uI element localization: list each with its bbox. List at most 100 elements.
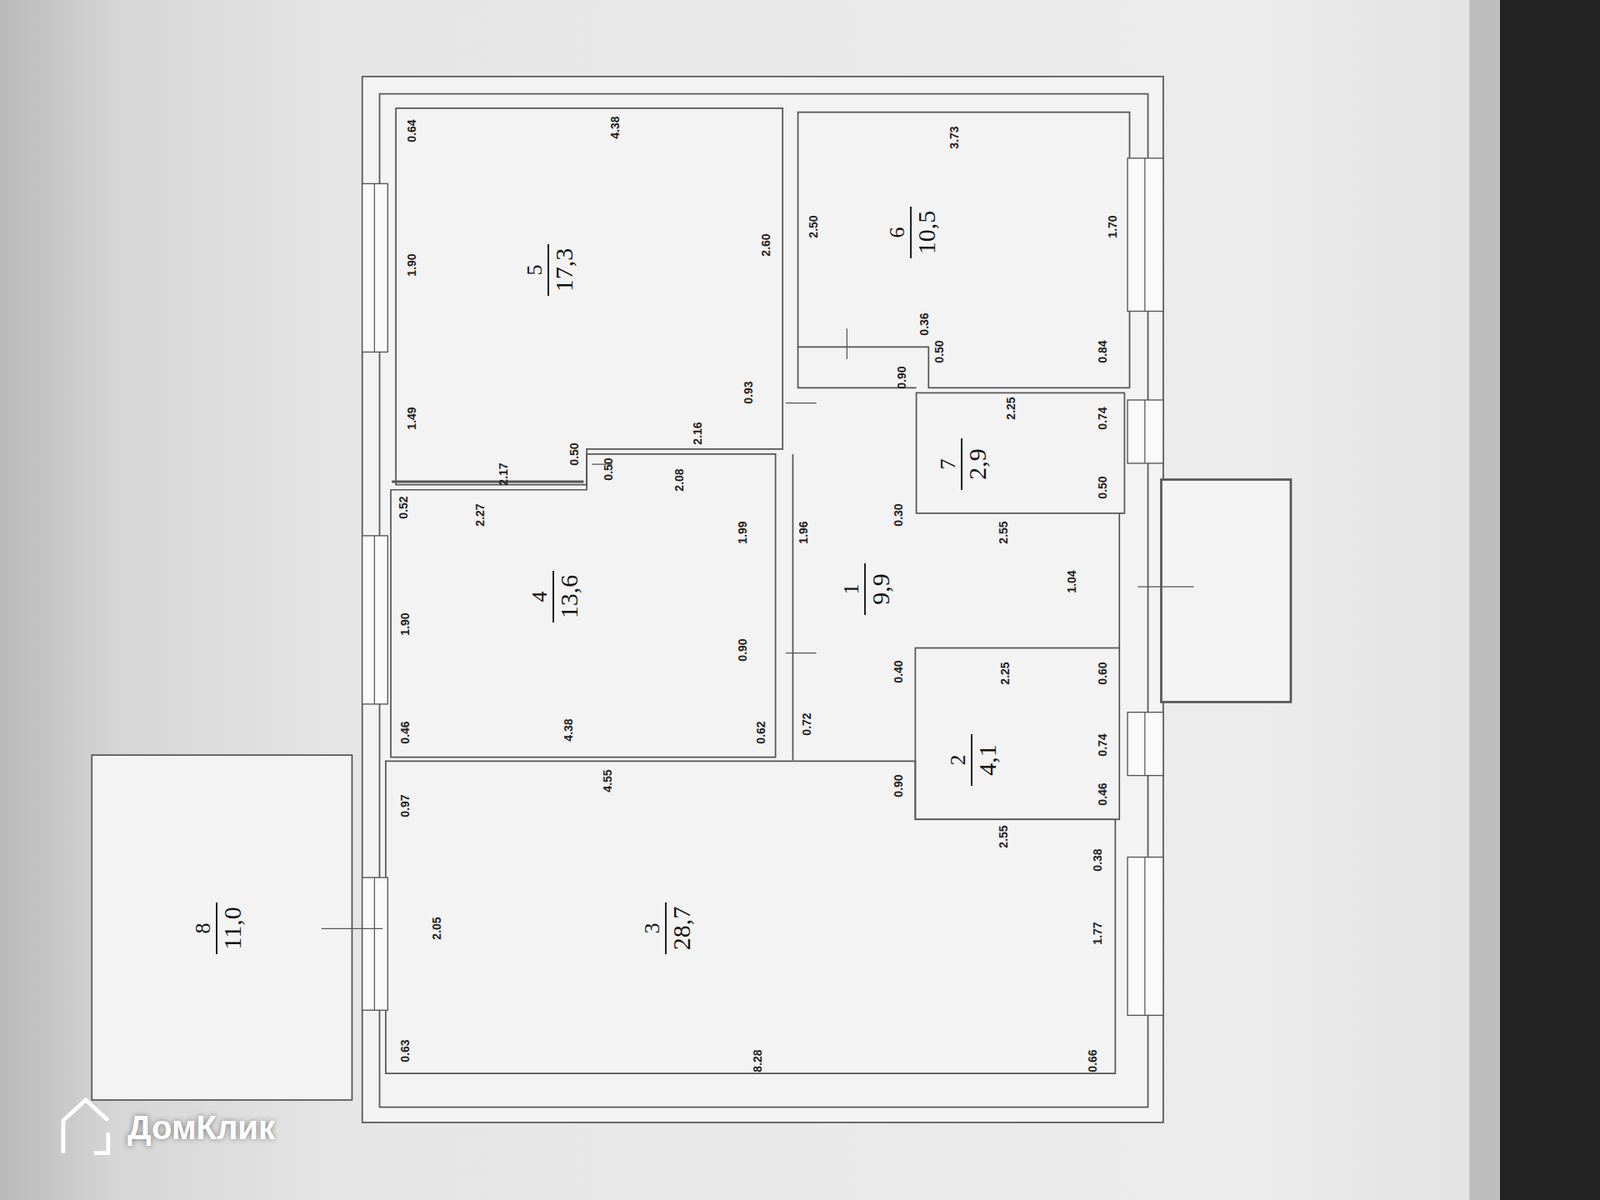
- dimension: 1.04: [1065, 570, 1079, 593]
- dimension: 2.17: [496, 463, 510, 486]
- dimension: 0.38: [1090, 849, 1104, 872]
- dimension: 0.62: [753, 721, 767, 745]
- dimension: 4.55: [600, 769, 615, 792]
- room-area: 2,9: [962, 446, 992, 482]
- dimension: 0.90: [735, 638, 749, 661]
- room: 610,5: [800, 114, 1128, 342]
- dimension: 1.90: [404, 254, 418, 277]
- room-area: 9,9: [865, 571, 895, 607]
- room: 517,3: [398, 110, 781, 480]
- dimension: 1.99: [735, 521, 749, 545]
- room-area: 28,7: [666, 905, 696, 953]
- dimension: 1.96: [796, 521, 810, 545]
- dimension: 2.25: [998, 662, 1012, 685]
- dimension: 2.08: [671, 468, 685, 491]
- dimension: 0.74: [1095, 406, 1109, 430]
- room-number: 1: [840, 563, 866, 615]
- room-label: 19,9: [840, 563, 895, 615]
- room-label: 72,9: [936, 438, 992, 490]
- room-label: 610,5: [885, 206, 941, 259]
- inner-wall: [380, 94, 1149, 1108]
- porch: [1160, 480, 1291, 703]
- dimension: 3.73: [947, 126, 961, 150]
- room-wall: [385, 760, 1116, 1074]
- screen-edge: [1500, 0, 1600, 1200]
- dimension: 4.38: [561, 718, 575, 741]
- room-number: 3: [640, 902, 667, 955]
- dimension: 0.40: [891, 660, 905, 683]
- room-number: 6: [885, 206, 912, 259]
- watermark: ДомКлик: [127, 1109, 275, 1147]
- room-number: 4: [528, 570, 555, 623]
- room-area: 11,0: [217, 905, 247, 952]
- dimension: 0.97: [398, 795, 412, 818]
- room-area: 10,5: [911, 209, 941, 257]
- room-label: 517,3: [523, 244, 579, 296]
- room-label: 811,0: [191, 902, 247, 955]
- dimension: 0.50: [932, 340, 946, 364]
- dimension: 8.28: [750, 1050, 765, 1073]
- room: 19,9: [795, 398, 914, 756]
- room-wall: [395, 108, 783, 485]
- room-wall: [792, 454, 795, 760]
- room-number: 2: [946, 734, 973, 786]
- dimension: 0.60: [1095, 662, 1109, 685]
- room-wall: [915, 648, 1120, 820]
- room: 328,7: [387, 821, 1112, 1072]
- dimension: 2.05: [430, 917, 444, 940]
- dimension: 0.72: [799, 713, 813, 736]
- dimension: 2.50: [806, 215, 820, 238]
- dimension: 0.36: [916, 313, 930, 336]
- dimension: 0.84: [1095, 340, 1109, 364]
- dimension: 0.50: [601, 458, 615, 481]
- room-area: 13,6: [554, 573, 584, 621]
- dimension: 1.90: [398, 613, 412, 636]
- room-wall: [798, 112, 1130, 389]
- dimension: 0.46: [1095, 782, 1109, 805]
- dimension: 4.38: [607, 115, 621, 139]
- room-wall: [916, 392, 1125, 513]
- dimension: 0.90: [891, 774, 905, 797]
- room: 72,9: [918, 395, 1123, 510]
- room-label: 328,7: [640, 902, 696, 955]
- room-number: 8: [191, 902, 218, 955]
- dimension: 2.55: [996, 825, 1010, 848]
- dimension: 0.30: [891, 504, 905, 527]
- window-glass: [374, 158, 1145, 1016]
- dimension: 2.60: [758, 233, 772, 256]
- dimension: 0.66: [1085, 1050, 1099, 1073]
- dimension: 1.77: [1090, 922, 1104, 945]
- dimension: 0.74: [1095, 733, 1109, 756]
- room-label: 24,1: [946, 734, 1002, 786]
- dimension: 0.93: [741, 381, 755, 405]
- dimension: 1.70: [1105, 215, 1120, 238]
- dimension: 0.50: [566, 442, 580, 465]
- room: 811,0: [94, 757, 350, 1099]
- dimension: 2.25: [1003, 396, 1017, 420]
- dimension: 2.55: [996, 521, 1010, 545]
- room: 413,6: [392, 491, 774, 755]
- dimension: 0.63: [398, 1040, 412, 1063]
- room-number: 5: [523, 244, 550, 296]
- room: 24,1: [918, 650, 1118, 816]
- outer-wall: [362, 76, 1164, 1123]
- dimension: 0.52: [396, 495, 410, 519]
- dimension: 1.49: [404, 406, 418, 430]
- room-area: 17,3: [549, 246, 579, 295]
- room-wall: [1118, 513, 1120, 649]
- balcony: [91, 755, 352, 1100]
- dimension: 2.16: [690, 422, 704, 445]
- dimension: 0.46: [398, 721, 412, 745]
- room-label: 413,6: [528, 570, 584, 623]
- door-mark: [321, 328, 1195, 929]
- dimension: 2.27: [473, 504, 487, 527]
- watermark-icon: [63, 1100, 109, 1154]
- dimension: 0.50: [1095, 476, 1109, 500]
- screen-edge-shade: [1469, 0, 1500, 1200]
- room-area: 4,1: [972, 742, 1002, 778]
- room-wall: [391, 480, 584, 483]
- room-number: 7: [936, 438, 963, 490]
- room-wall: [390, 454, 776, 758]
- dimension: 0.64: [404, 119, 418, 142]
